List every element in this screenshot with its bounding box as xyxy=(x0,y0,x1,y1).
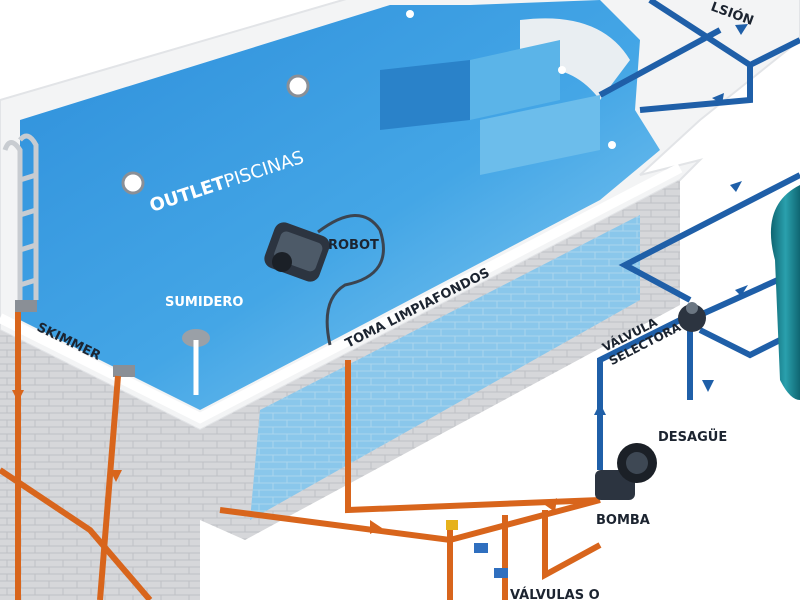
valvulas-label: VÁLVULAS O xyxy=(510,587,600,600)
pump-icon xyxy=(595,443,657,500)
robot-label: ROBOT xyxy=(328,238,379,253)
wall-top-edge xyxy=(0,163,683,424)
suction-pipes xyxy=(0,312,602,602)
return-jet-icon xyxy=(406,10,616,149)
desague-label: DESAGÜE xyxy=(658,429,727,445)
flow-arrow-icon xyxy=(12,390,557,534)
pool-ladder xyxy=(2,133,39,300)
skimmer-icon xyxy=(15,300,135,377)
robot-cleaner-icon xyxy=(264,222,330,282)
pool-stairs xyxy=(380,18,630,175)
pool-light xyxy=(121,74,310,195)
filter-tank xyxy=(770,185,800,400)
flow-arrow-icon xyxy=(594,24,748,415)
selector-valve-icon xyxy=(678,302,706,332)
sumidero-label: SUMIDERO xyxy=(165,295,243,310)
bomba-label: BOMBA xyxy=(596,513,650,528)
robot-cable xyxy=(317,214,385,346)
main-drain-icon xyxy=(182,329,210,395)
pool-front-wall xyxy=(0,330,200,600)
valve-icon xyxy=(446,520,508,578)
